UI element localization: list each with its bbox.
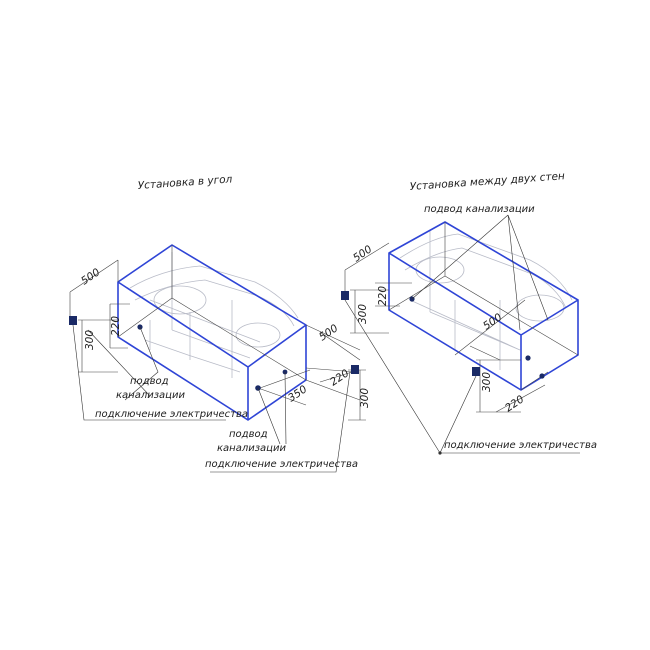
corner-dim-end-width: 500 [317,322,341,343]
corner-dim-back-width: 500 [79,266,103,287]
between-walls-dim-back-width: 500 [351,243,375,264]
between-walls-power-socket-right-marker [472,367,480,376]
between-walls-dim-height-left: 300 [357,304,369,324]
between-walls-power-leader-point [438,451,442,455]
between-walls-installation-group: Установка между двух стен 500 300 220 по… [341,170,597,455]
corner-power-label-left: подключение электричества [95,409,248,420]
corner-power-label-right: подключение электричества [205,459,358,470]
corner-dim-height-left: 300 [84,330,96,350]
corner-power-socket-right-marker [351,365,359,374]
between-walls-dim-offset-right: 220 [503,393,527,414]
corner-drain-label-line2: канализации [116,390,185,401]
between-walls-drain-right-marker-b [539,373,545,379]
between-walls-power-socket-left-marker [341,291,349,300]
between-walls-dim-height-right: 300 [481,372,493,392]
between-walls-power-label: подключение электричества [444,440,597,451]
corner-dim-height-right: 300 [359,388,371,408]
corner-drain-label-line1: подвод [130,376,169,387]
corner-drain2-label-line1: подвод [229,429,268,440]
between-walls-dim-end-width: 500 [481,311,505,332]
corner-dim-offset-left: 220 [110,316,122,336]
corner-power-socket-left-marker [69,316,77,325]
between-walls-installation-title: Установка между двух стен [409,170,565,193]
corner-dim-drain-offset: 350 [286,383,310,404]
corner-bathtub-ghost [129,252,299,378]
between-walls-bathtub-ghost [399,230,573,370]
corner-installation-group: Установка в угол 500 300 220 подвод кана [69,173,371,473]
between-walls-dim-offset-left: 220 [377,286,389,306]
between-walls-drain-label: подвод канализации [424,204,535,215]
corner-drain2-label-line2: канализации [217,443,286,454]
corner-installation-title: Установка в угол [137,173,233,192]
between-walls-bathtub-box [388,221,579,391]
between-walls-drain-right-marker-a [525,355,531,361]
